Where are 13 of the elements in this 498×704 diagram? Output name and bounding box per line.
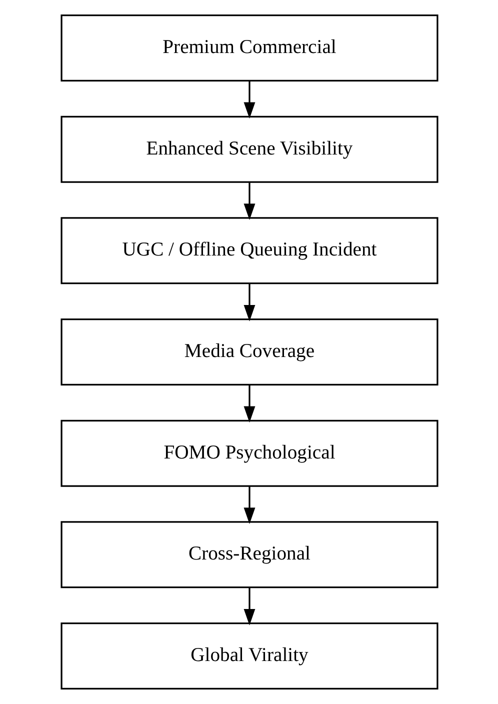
node-box: Enhanced Scene Visibility (60, 116, 438, 183)
node-box: UGC / Offline Queuing Incident (60, 217, 438, 284)
arrow (243, 284, 255, 322)
arrow (243, 588, 255, 626)
arrow (243, 81, 255, 119)
node-box: Media Coverage (60, 318, 438, 386)
arrow (243, 385, 255, 423)
node-box: Global Virality (60, 622, 438, 690)
arrow (243, 486, 255, 524)
node-box: FOMO Psychological (60, 420, 438, 487)
arrow (243, 182, 255, 220)
node-box: Cross-Regional (60, 521, 438, 588)
node-box: Premium Commercial (60, 14, 438, 82)
